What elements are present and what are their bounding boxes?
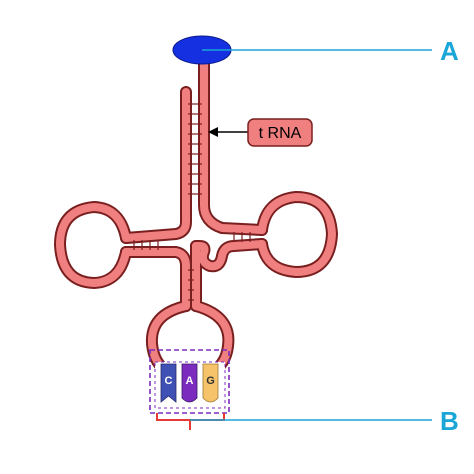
- svg-text:A: A: [186, 375, 194, 387]
- base-c: C: [160, 363, 177, 403]
- strand-outline: [54, 54, 338, 378]
- svg-text:C: C: [165, 375, 173, 387]
- trna-label-box: [247, 118, 313, 147]
- trna-label: t RNA: [259, 125, 302, 142]
- strand-fill: [56, 56, 336, 376]
- callout-label-a: A: [440, 36, 459, 66]
- trna-backbone: [54, 54, 338, 378]
- anticodon-bases: C A G: [160, 363, 219, 403]
- base-a: A: [181, 363, 198, 403]
- base-g: G: [202, 363, 219, 403]
- callout-label-b: B: [440, 406, 459, 436]
- anticodon-highlight-box: [149, 349, 230, 414]
- svg-text:G: G: [206, 375, 215, 387]
- base-pair-rungs: [133, 103, 251, 301]
- arrowhead-icon: [208, 127, 218, 137]
- trna-label-group: t RNA: [208, 118, 313, 147]
- anticodon-bracket: [156, 413, 225, 430]
